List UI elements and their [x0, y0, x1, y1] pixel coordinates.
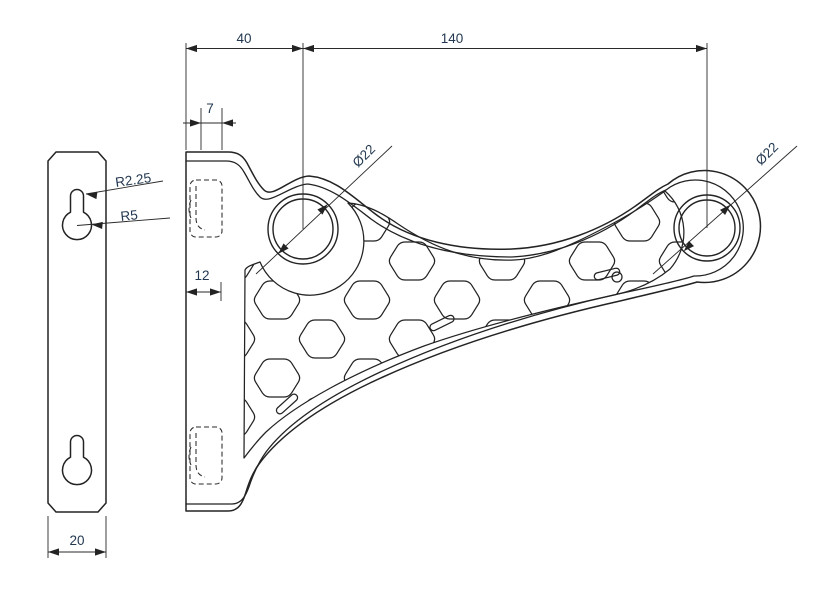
honeycomb-cell [244, 397, 256, 437]
honeycomb-cell [658, 397, 684, 437]
honeycomb-cell [658, 319, 684, 359]
honeycomb-cell [704, 281, 749, 319]
leader-r5 [76, 217, 171, 226]
honeycomb-cell [613, 436, 661, 458]
honeycomb-cell [343, 436, 391, 458]
label-dia-left: Ø22 [349, 141, 378, 170]
honeycomb-cell [298, 319, 346, 359]
pocket-boundary [243, 190, 685, 459]
plate-outline [47, 151, 107, 513]
arrowhead [696, 44, 707, 53]
arrowhead [210, 288, 221, 296]
web-slot-pocket [429, 314, 455, 332]
honeycomb-cell [523, 280, 571, 320]
honeycomb-cell [523, 436, 571, 458]
honeycomb-cell [164, 359, 209, 397]
arrowhead [317, 204, 328, 215]
honeycomb-cell [433, 436, 481, 458]
honeycomb-cell [298, 191, 346, 203]
bracket-inner-rib [185, 160, 744, 505]
arrowhead [186, 288, 197, 296]
keyhole-slot-bottom [61, 434, 93, 486]
arrowhead [91, 221, 103, 229]
hidden-slot-bottom [188, 426, 223, 485]
dim-140-label: 140 [441, 31, 464, 46]
arrowhead [186, 44, 197, 53]
honeycomb-cell [433, 202, 481, 242]
honeycomb-cell [523, 358, 571, 398]
honeycomb-cell [388, 241, 436, 281]
plate-view [47, 151, 107, 513]
honeycomb-cell [253, 202, 301, 242]
honeycomb-cell [299, 476, 344, 514]
arrowhead [720, 204, 731, 215]
honeycomb-cell [704, 437, 749, 475]
dim-20-label: 20 [69, 533, 84, 548]
hidden-slot-top [188, 179, 223, 238]
bracket-view [164, 151, 762, 514]
honeycomb-cell [244, 241, 256, 281]
honeycomb-cell [568, 241, 616, 281]
honeycomb-cell [478, 397, 526, 437]
dim-12-label: 12 [194, 268, 209, 283]
honeycomb-cell [568, 319, 616, 359]
label-r5: R5 [120, 207, 139, 224]
dimension-lines [47, 43, 798, 558]
honeycomb-cell [478, 241, 526, 281]
honeycomb-cell [659, 476, 704, 514]
web-slot-pocket [593, 267, 621, 281]
arrowhead [683, 241, 694, 252]
arrowhead [190, 119, 201, 127]
honeycomb-cell [568, 191, 616, 203]
honeycomb-cell [613, 358, 661, 398]
arrowhead [48, 548, 59, 556]
honeycomb-cell [164, 437, 209, 475]
honeycomb-pockets [164, 191, 749, 514]
label-r225: R2.25 [114, 170, 152, 190]
keyhole-slot-top [61, 188, 93, 241]
arrowhead [292, 44, 303, 53]
arrowhead [303, 44, 314, 53]
honeycomb-cell [568, 397, 616, 437]
honeycomb-cell [164, 203, 209, 241]
honeycomb-cell [253, 280, 301, 320]
web-slot-pocket [275, 393, 299, 415]
honeycomb-cell [343, 202, 391, 242]
honeycomb-cell [569, 476, 614, 514]
honeycomb-cell [209, 476, 254, 514]
dim-7-label: 7 [206, 101, 214, 116]
small-vent-hole [611, 271, 623, 283]
honeycomb-cell [298, 241, 346, 281]
arrowhead [95, 548, 106, 556]
dim-40-label: 40 [236, 31, 251, 46]
honeycomb-cell [253, 358, 301, 398]
web-slot-pockets [275, 267, 621, 415]
honeycomb-cell [704, 359, 749, 397]
honeycomb-cell [244, 319, 256, 359]
honeycomb-cell [244, 191, 256, 203]
honeycomb-cell [388, 319, 436, 359]
honeycomb-cell [478, 191, 526, 203]
leader-r225 [85, 180, 164, 195]
honeycomb-cell [343, 280, 391, 320]
honeycomb-cell [523, 202, 571, 242]
bracket-outer-outline [185, 151, 762, 512]
dimension-arrowheads [48, 44, 731, 556]
honeycomb-cell [433, 358, 481, 398]
honeycomb-cell [389, 476, 434, 514]
arrowhead [222, 119, 233, 127]
honeycomb-cell [388, 191, 436, 203]
arrowhead [278, 243, 289, 254]
honeycomb-cell [433, 280, 481, 320]
honeycomb-cell [479, 476, 524, 514]
arrowhead [86, 192, 98, 200]
honeycomb-cell [388, 397, 436, 437]
honeycomb-cell [164, 281, 209, 319]
